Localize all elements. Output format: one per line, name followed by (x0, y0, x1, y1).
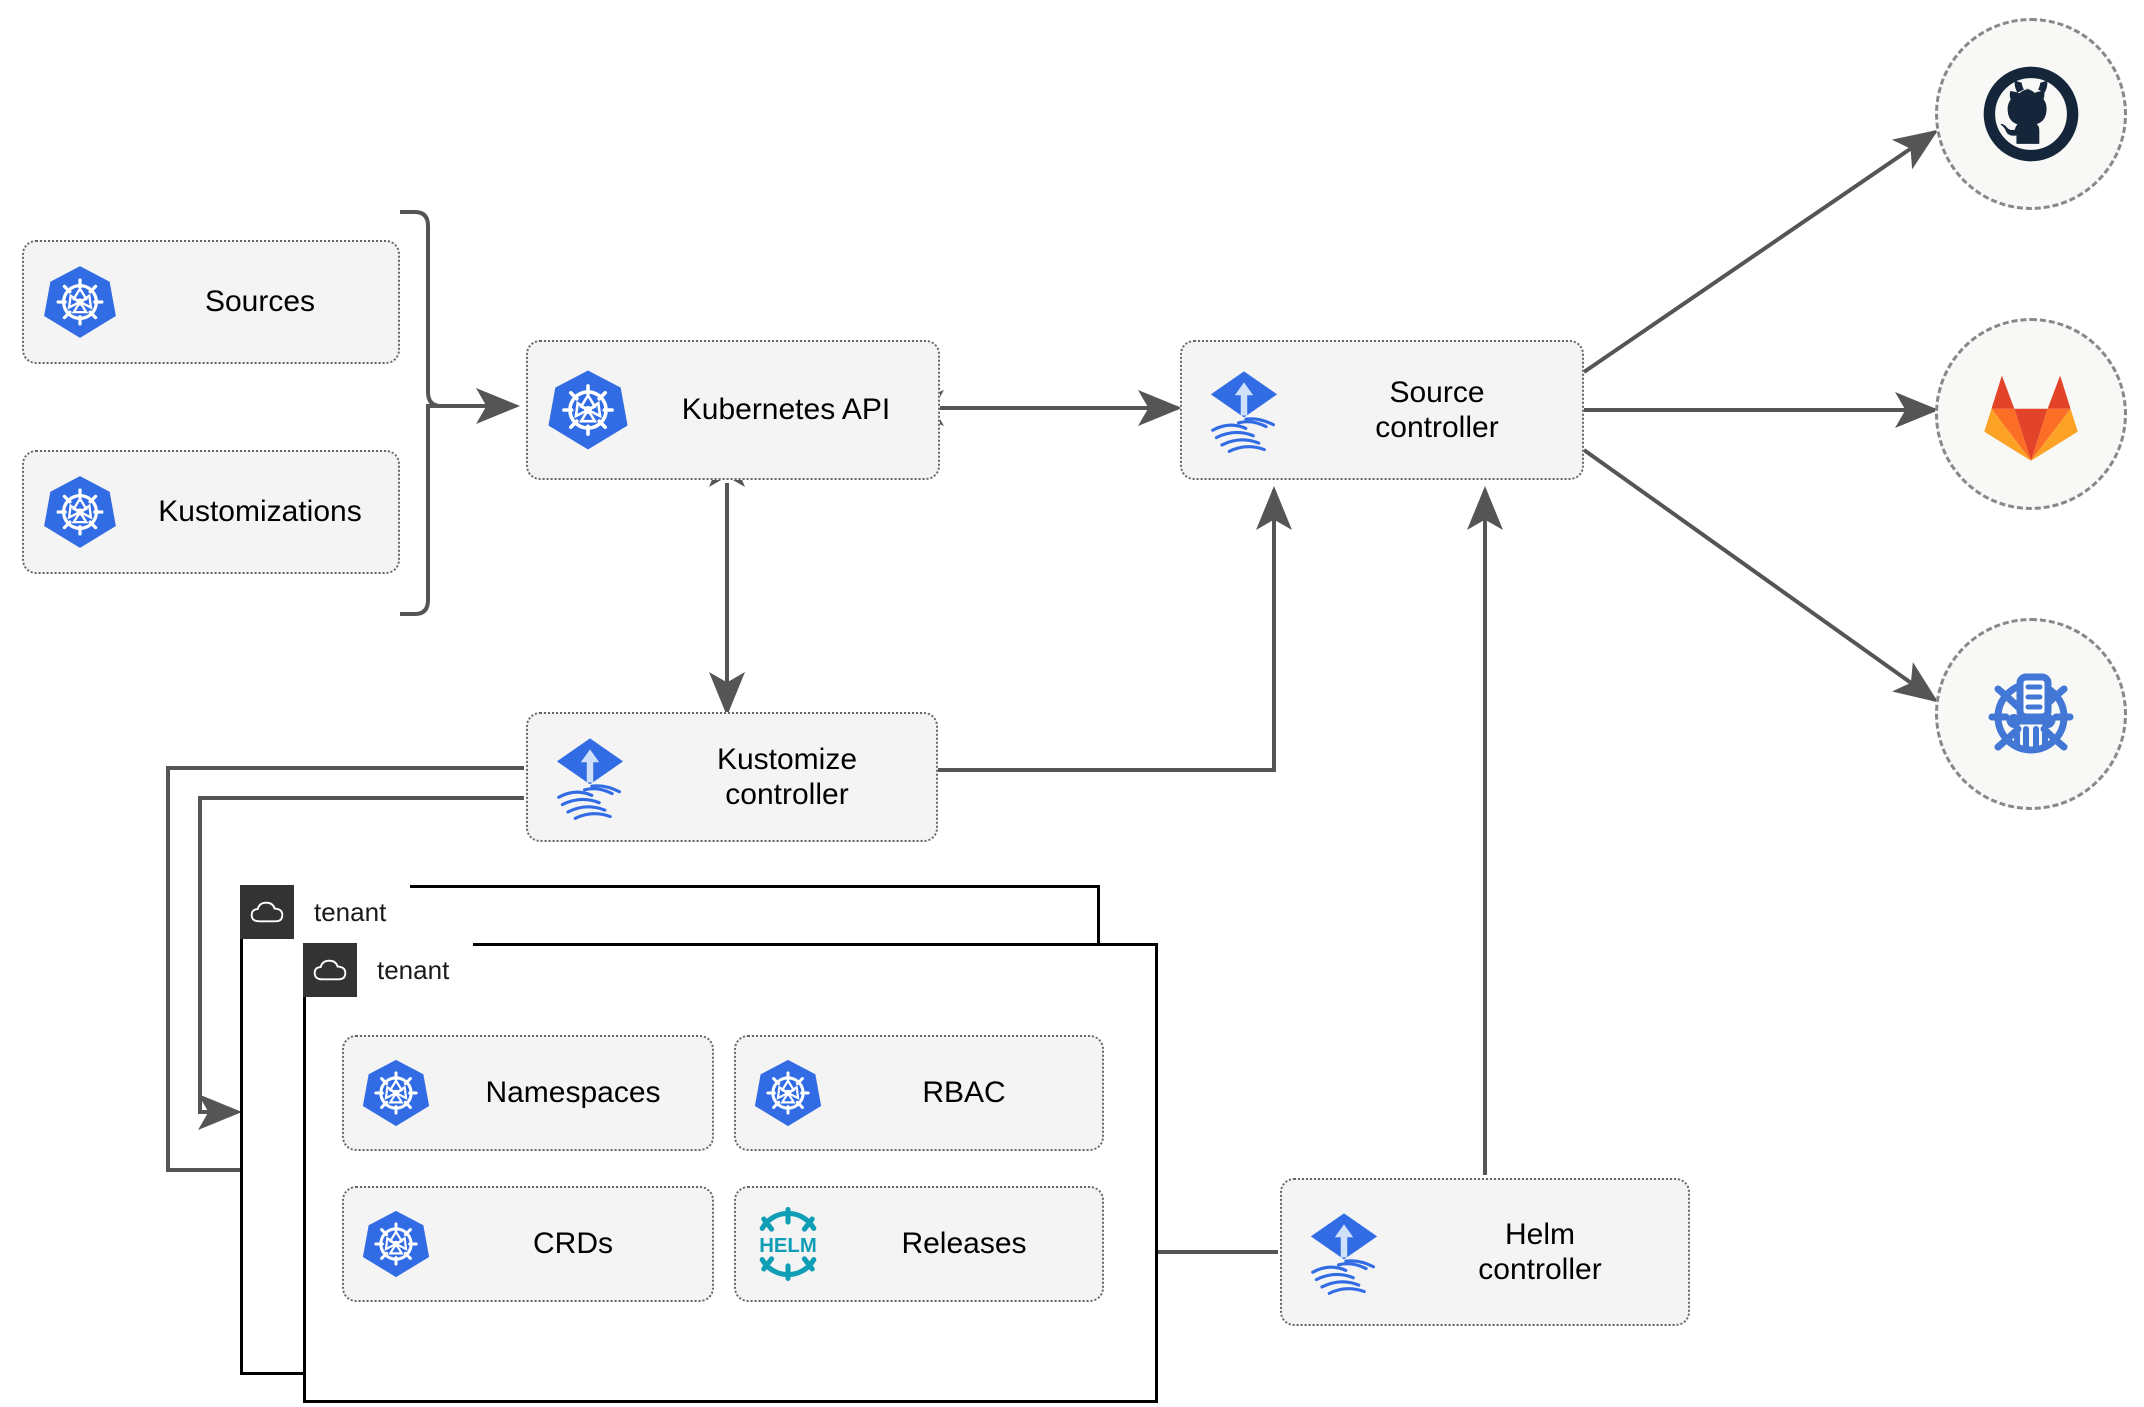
wire-kustomize-to-source (937, 486, 1292, 772)
provider-github[interactable] (1935, 18, 2127, 210)
wire-source-to-harbor (1582, 448, 1939, 703)
harbor-icon (1988, 673, 2074, 754)
node-rbac[interactable]: RBAC (734, 1035, 1104, 1151)
tenant-label: tenant (294, 885, 411, 939)
wire-source-to-github (1582, 129, 1939, 374)
node-kustomizations[interactable]: Kustomizations (22, 450, 400, 574)
node-kubernetes-api[interactable]: Kubernetes API (526, 340, 940, 480)
node-label: RBAC (922, 1076, 1006, 1110)
node-label: Helm controller (1478, 1217, 1602, 1286)
kubernetes-icon (344, 1208, 448, 1280)
tenant-tab: tenant (303, 943, 474, 997)
svg-text:HELM: HELM (759, 1235, 817, 1257)
node-crds[interactable]: CRDs (342, 1186, 714, 1302)
kubernetes-icon (344, 1057, 448, 1129)
helm-icon: HELM (736, 1204, 840, 1284)
github-icon (1983, 66, 2079, 162)
kubernetes-icon (24, 263, 136, 341)
flux-icon (528, 731, 652, 823)
node-label: Kubernetes API (681, 393, 891, 427)
tenant-label: tenant (357, 943, 474, 997)
node-label: Releases (901, 1227, 1027, 1261)
node-label: Source controller (1375, 375, 1499, 444)
flux-icon (1282, 1206, 1406, 1298)
node-releases[interactable]: HELM Releases (734, 1186, 1104, 1302)
kubernetes-icon (24, 473, 136, 551)
kubernetes-icon (528, 367, 648, 453)
provider-gitlab[interactable] (1935, 318, 2127, 510)
node-label: Kustomizations (158, 495, 362, 529)
node-label: Sources (204, 285, 316, 319)
tenant-container-2[interactable]: tenant (303, 943, 1158, 1403)
node-kustomize-controller[interactable]: Kustomize controller (526, 712, 938, 842)
flux-icon (1182, 364, 1306, 456)
node-sources[interactable]: Sources (22, 240, 400, 364)
node-namespaces[interactable]: Namespaces (342, 1035, 714, 1151)
gitlab-icon (1984, 375, 2078, 461)
cloud-icon (240, 885, 294, 939)
node-label: Namespaces (485, 1076, 661, 1110)
cloud-icon (303, 943, 357, 997)
bracket-sources (400, 210, 442, 616)
node-label: Kustomize controller (716, 742, 858, 811)
node-label: CRDs (533, 1227, 613, 1261)
provider-harbor[interactable] (1935, 618, 2127, 810)
kubernetes-icon (736, 1057, 840, 1129)
tenant-tab: tenant (240, 885, 411, 939)
node-source-controller[interactable]: Source controller (1180, 340, 1584, 480)
node-helm-controller[interactable]: Helm controller (1280, 1178, 1690, 1326)
